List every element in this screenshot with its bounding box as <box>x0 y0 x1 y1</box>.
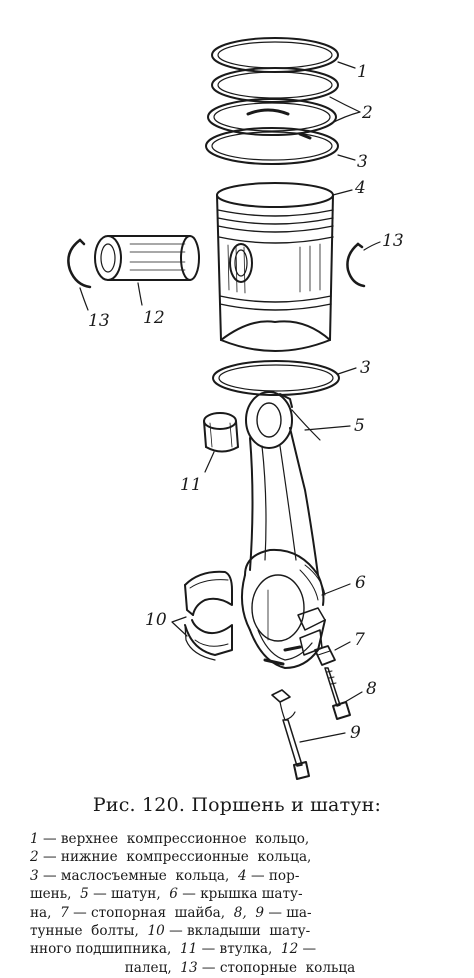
legend-text: — нижние компрессионные кольца, <box>38 849 312 866</box>
bearing-shells <box>184 570 233 661</box>
legend-line: тунные болты, 10 — вкладыши шату- <box>30 922 450 940</box>
legend-text: на, <box>30 904 61 921</box>
legend-text: — маслосъемные кольца, <box>38 867 238 884</box>
legend-number: 6 <box>169 886 178 903</box>
legend-text: — вкладыши шату- <box>164 923 311 940</box>
label-10: 10 <box>145 610 167 630</box>
legend-text: — верхнее компрессионное кольцо, <box>38 831 310 847</box>
legend-line: шень, 5 — шатун, 6 — крышка шату- <box>30 885 450 903</box>
label-9: 9 <box>350 723 361 743</box>
legend-line: нного подшипника, 11 — втулка, 12 — <box>30 940 450 958</box>
bushing <box>203 412 239 453</box>
legend-number: 5 <box>80 886 89 903</box>
legend-line: палец, 13 — стопорные кольца <box>30 959 450 977</box>
legend-text: — крышка шату- <box>177 886 303 903</box>
label-6: 6 <box>355 573 366 593</box>
legend-number: 2 <box>30 849 39 866</box>
legend-number: 12 <box>280 941 299 958</box>
compression-ring-lower-2 <box>207 98 337 136</box>
piston <box>216 182 334 352</box>
legend-number: 11 <box>180 941 198 958</box>
legend-text: палец, <box>124 959 181 976</box>
legend-text: — пор- <box>246 867 300 884</box>
label-1: 1 <box>357 62 368 82</box>
oil-ring-top <box>205 127 339 165</box>
legend-number: 10 <box>147 923 165 940</box>
legend-line: на, 7 — стопорная шайба, 8, 9 — ша- <box>30 904 450 922</box>
label-4: 4 <box>354 178 366 198</box>
legend-text: — <box>298 941 317 958</box>
piston-connecting-rod-diagram: 1 2 3 4 13 13 12 3 5 11 6 10 7 8 9 <box>67 37 404 780</box>
legend-line: 1 — верхнее компрессионное кольцо, <box>30 830 450 848</box>
legend-number: 3 <box>30 867 39 884</box>
figure-caption-title: Рис. 120. Поршень и шатун: <box>92 794 382 816</box>
legend-text: тунные болты, <box>30 923 148 940</box>
label-11: 11 <box>180 475 202 495</box>
label-3-bottom: 3 <box>360 358 371 378</box>
legend-text: нного подшипника, <box>30 941 180 958</box>
rod-bolt-9 <box>271 689 310 780</box>
legend-number: 1 <box>30 831 39 847</box>
legend-line: 3 — маслосъемные кольца, 4 — пор- <box>30 867 450 885</box>
legend-number: 13 <box>180 959 198 976</box>
figure-legend: 1 — верхнее компрессионное кольцо, 2 — н… <box>30 830 450 977</box>
compression-ring-lower-1 <box>211 67 339 103</box>
legend-number: 8, 9 <box>233 904 264 921</box>
oil-ring-bottom <box>212 360 340 396</box>
legend-text: — стопорная шайба, <box>68 904 234 921</box>
snap-ring-left <box>67 238 92 289</box>
legend-text: шень, <box>30 886 81 903</box>
snap-ring-right <box>346 242 366 288</box>
legend-text: — втулка, <box>197 941 281 958</box>
legend-number: 7 <box>60 904 69 921</box>
label-2: 2 <box>361 103 373 123</box>
legend-text: — ша- <box>264 904 312 921</box>
label-5: 5 <box>354 416 365 436</box>
legend-number: 4 <box>237 867 247 884</box>
rod-bolt-8 <box>324 667 351 720</box>
lock-washer <box>314 645 336 666</box>
compression-ring-top <box>211 37 339 73</box>
label-13-left: 13 <box>88 311 110 331</box>
connecting-rod <box>240 391 326 642</box>
label-8: 8 <box>366 679 377 699</box>
label-7: 7 <box>354 630 365 650</box>
legend-text: — стопорные кольца <box>197 959 356 976</box>
label-3-top: 3 <box>357 152 368 172</box>
legend-line: 2 — нижние компрессионные кольца, <box>30 848 450 866</box>
connecting-rod-cap <box>249 607 326 669</box>
piston-pin <box>94 235 200 281</box>
label-12: 12 <box>143 308 165 328</box>
label-13-right: 13 <box>382 231 404 251</box>
legend-text: — шатун, <box>88 886 170 903</box>
